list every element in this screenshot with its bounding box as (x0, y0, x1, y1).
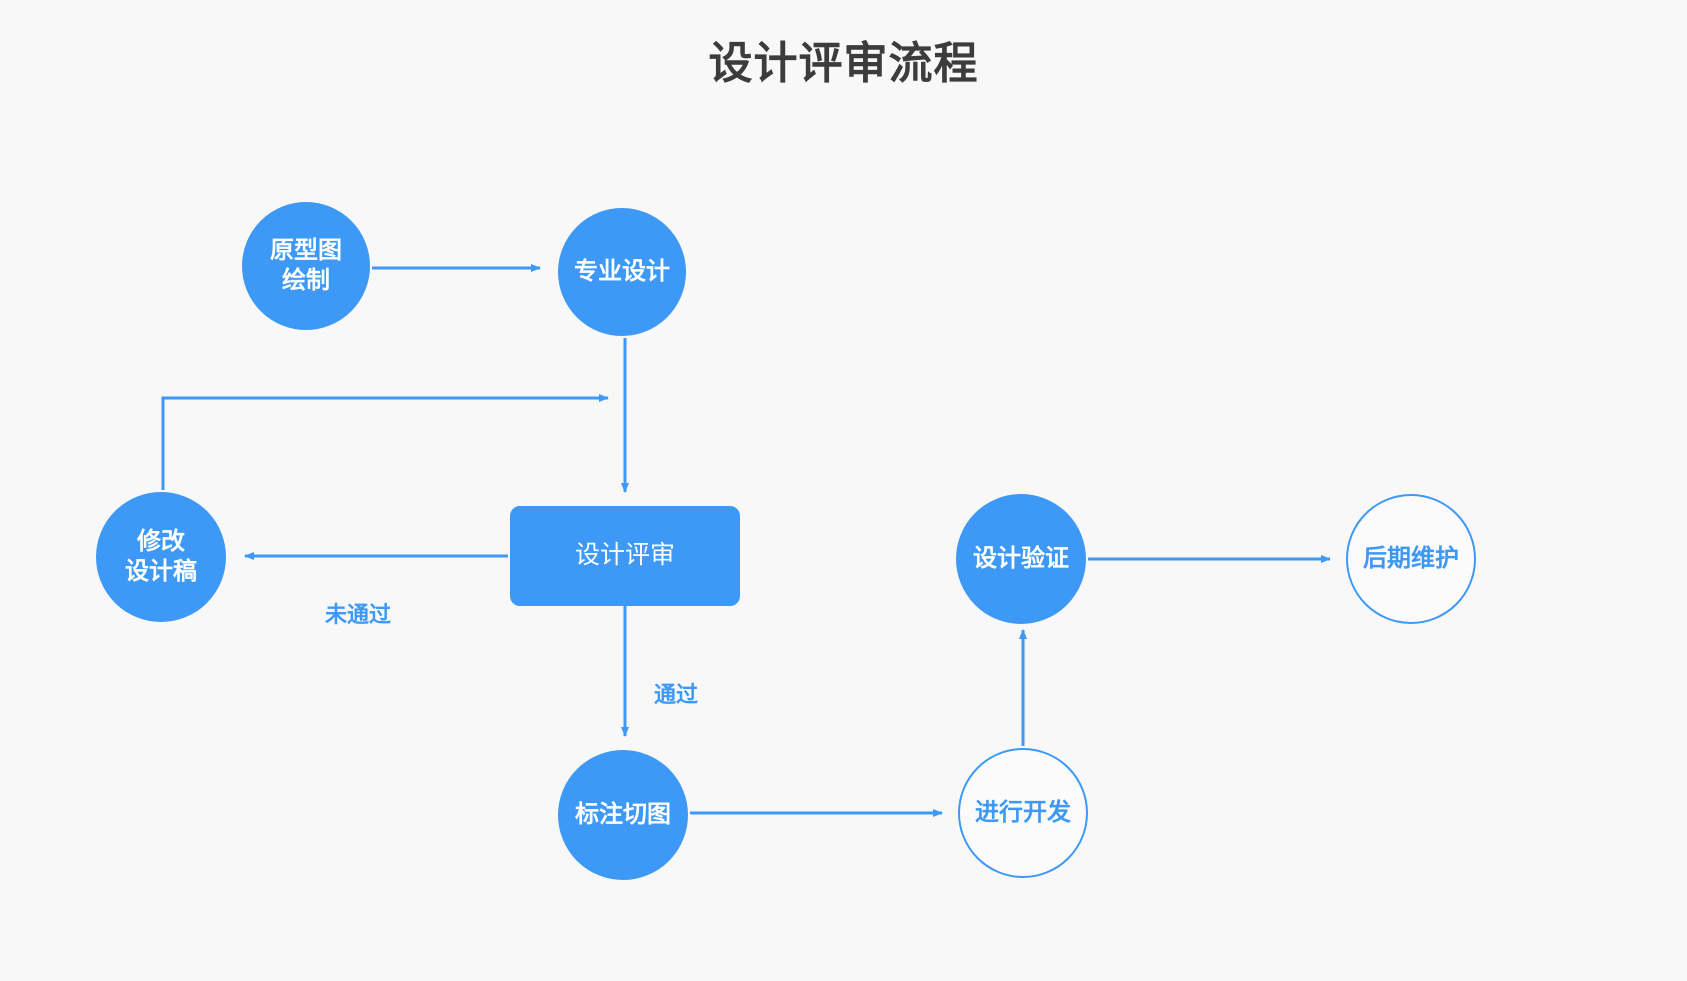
node-maintenance-label: 后期维护 (1363, 545, 1459, 572)
node-professional-design-label: 专业设计 (574, 258, 670, 285)
node-professional-design[interactable]: 专业设计 (558, 208, 686, 336)
node-development-label: 进行开发 (975, 799, 1071, 826)
node-maintenance[interactable]: 后期维护 (1346, 494, 1476, 624)
edge-label-fail: 未通过 (325, 602, 392, 627)
node-design-review-label: 设计评审 (574, 541, 675, 570)
node-revise-draft-label: 修改 设计稿 (125, 528, 197, 585)
edge-label-pass: 通过 (654, 682, 699, 707)
page-title: 设计评审流程 (708, 39, 979, 88)
node-design-verification-label: 设计验证 (973, 545, 1069, 572)
node-development[interactable]: 进行开发 (958, 748, 1088, 878)
node-design-verification[interactable]: 设计验证 (956, 494, 1086, 624)
node-revise-draft[interactable]: 修改 设计稿 (96, 492, 226, 622)
edge-revise-to-design (161, 394, 609, 490)
node-prototype[interactable]: 原型图 绘制 (242, 202, 370, 330)
node-annotate-slice-label: 标注切图 (575, 801, 671, 828)
node-prototype-label: 原型图 绘制 (270, 237, 342, 294)
node-annotate-slice[interactable]: 标注切图 (558, 750, 688, 880)
node-design-review[interactable]: 设计评审 (510, 506, 740, 606)
